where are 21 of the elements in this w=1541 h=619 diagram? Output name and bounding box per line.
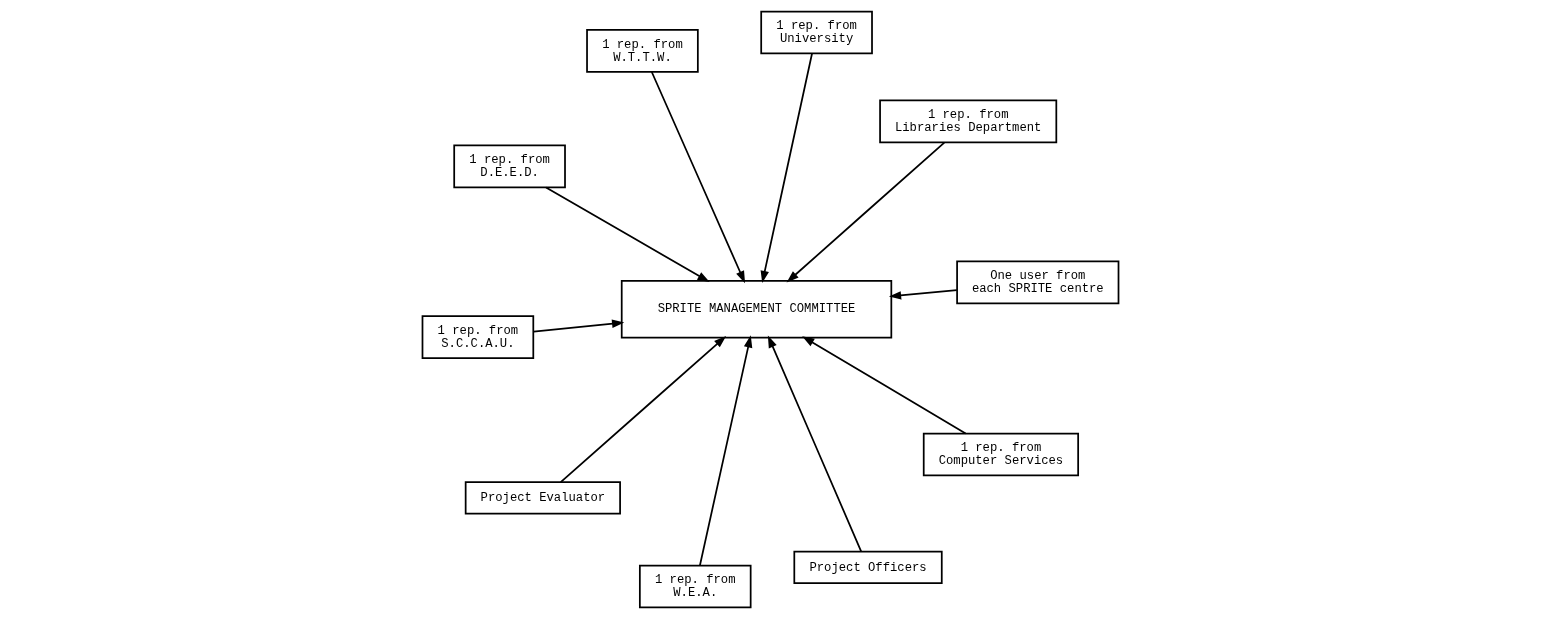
arrow	[767, 335, 863, 553]
node-box: 1 rep. from D.E.E.D.	[453, 144, 566, 189]
arrow	[532, 319, 625, 333]
arrow	[650, 71, 746, 284]
arrow	[802, 336, 967, 435]
node-box: 1 rep. from S.C.C.A.U.	[421, 315, 535, 359]
node-box: SPRITE MANAGEMENT COMMITTEE	[620, 279, 893, 339]
node-box: 1 rep. from W.T.T.W.	[586, 29, 699, 73]
arrow	[559, 336, 727, 483]
arrow	[786, 141, 946, 283]
arrow	[699, 335, 753, 567]
node-box: One user from each SPRITE centre	[956, 260, 1120, 305]
node-box: 1 rep. from Libraries Department	[879, 99, 1058, 144]
arrow	[760, 52, 813, 284]
node-box: Project Officers	[793, 550, 943, 584]
node-box: 1 rep. from W.E.A.	[638, 564, 752, 609]
node-box: 1 rep. from University	[760, 10, 873, 55]
node-box: 1 rep. from Computer Services	[922, 432, 1080, 477]
arrow	[545, 186, 710, 283]
arrow	[888, 289, 958, 300]
node-box: Project Evaluator	[464, 481, 621, 515]
